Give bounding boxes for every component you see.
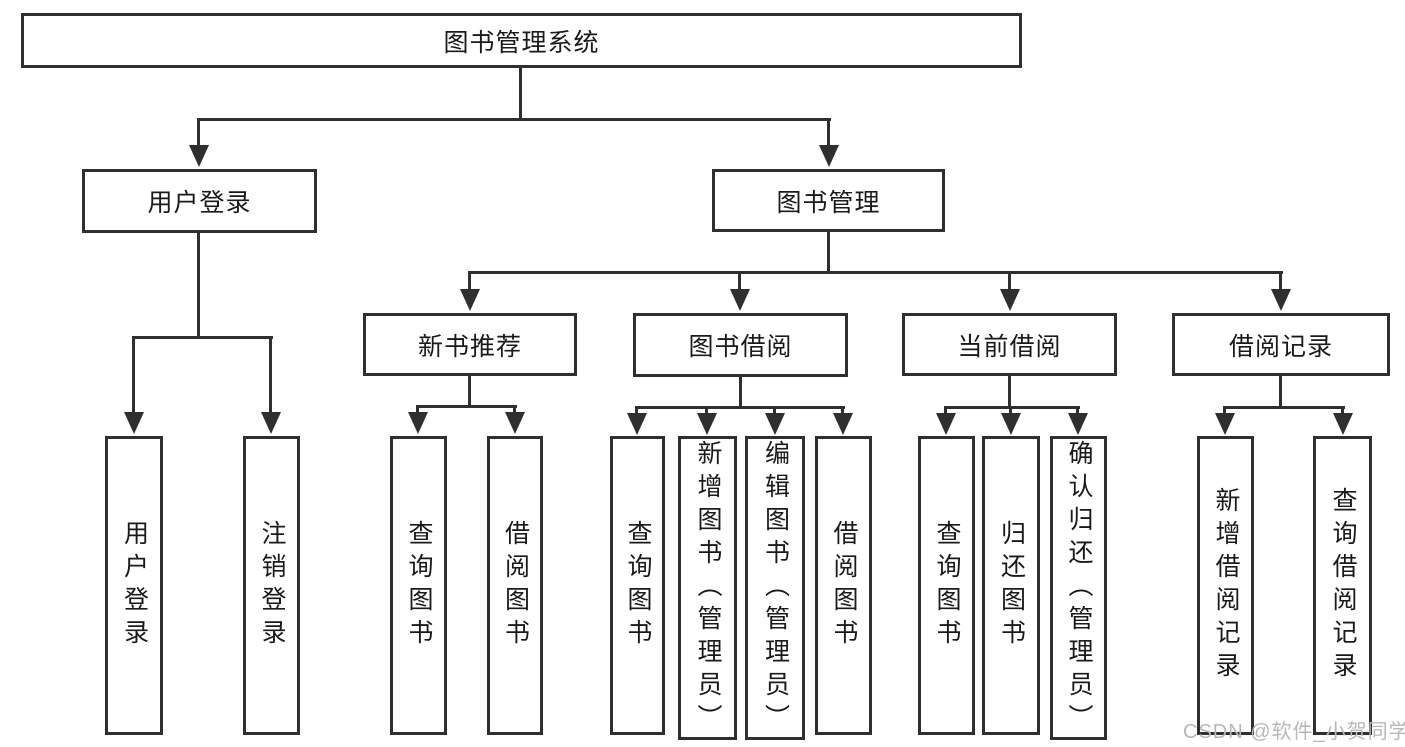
leaf-borrowing-borrow-books-label: 借阅图书 (830, 519, 858, 652)
arrowhead-down-icon (261, 412, 281, 434)
connector-stem (1279, 376, 1282, 408)
node-new-book-recommend: 新书推荐 (363, 313, 577, 376)
connector-stem (1008, 376, 1011, 408)
connector-drop (1008, 273, 1011, 295)
node-user-login-label: 用户登录 (147, 189, 252, 217)
arrowhead-down-icon (124, 412, 144, 434)
node-root-label: 图书管理系统 (443, 28, 600, 57)
leaf-current-query-books: 查询图书 (918, 436, 975, 735)
leaf-current-query-books-label: 查询图书 (933, 519, 961, 652)
connector-rail (197, 118, 831, 121)
leaf-borrowing-query-books: 查询图书 (610, 436, 665, 735)
leaf-edit-book-admin-label: 编辑图书（管理员） (761, 439, 790, 737)
arrowhead-down-icon (765, 413, 785, 435)
node-new-book-recommend-label: 新书推荐 (417, 332, 522, 361)
connector-drop (197, 120, 200, 151)
connector-rail (635, 406, 845, 409)
connector-rail (1223, 406, 1345, 409)
connector-stem (197, 233, 200, 336)
node-root: 图书管理系统 (21, 13, 1022, 68)
connector-stem (468, 376, 471, 407)
connector-drop (738, 273, 741, 295)
arrowhead-down-icon (730, 289, 750, 311)
leaf-logout-label: 注销登录 (258, 519, 286, 652)
leaf-recommend-query-books-label: 查询图书 (405, 519, 433, 652)
leaf-return-books: 归还图书 (982, 436, 1040, 735)
node-current-borrowing: 当前借阅 (902, 313, 1117, 376)
arrowhead-down-icon (697, 413, 717, 435)
leaf-add-borrow-record: 新增借阅记录 (1197, 436, 1254, 735)
leaf-add-book-admin: 新增图书（管理员） (678, 436, 737, 740)
arrowhead-down-icon (833, 413, 853, 435)
leaf-add-book-admin-label: 新增图书（管理员） (694, 439, 722, 737)
connector-stem (739, 377, 742, 408)
leaf-borrowing-query-books-label: 查询图书 (624, 519, 652, 652)
arrowhead-down-icon (936, 413, 956, 435)
arrowhead-down-icon (505, 412, 525, 434)
connector-rail (132, 336, 273, 339)
connector-drop (269, 338, 272, 418)
node-borrowing-records: 借阅记录 (1172, 313, 1390, 376)
connector-rail (416, 405, 517, 408)
connector-drop (132, 338, 135, 418)
leaf-confirm-return-admin: 确认归还（管理员） (1050, 436, 1107, 740)
leaf-user-login: 用户登录 (105, 436, 163, 735)
leaf-recommend-borrow-books: 借阅图书 (487, 436, 543, 735)
leaf-borrowing-borrow-books: 借阅图书 (815, 436, 872, 735)
connector-stem (519, 68, 522, 120)
arrowhead-down-icon (819, 145, 839, 167)
leaf-edit-book-admin: 编辑图书（管理员） (745, 436, 805, 740)
arrowhead-down-icon (1000, 289, 1020, 311)
leaf-add-borrow-record-label: 新增借阅记录 (1212, 486, 1240, 685)
arrowhead-down-icon (1333, 413, 1353, 435)
node-book-management-label: 图书管理 (776, 188, 881, 217)
connector-rail (468, 271, 1283, 274)
csdn-watermark: CSDN @软件_小贺同学 (1183, 721, 1405, 743)
arrowhead-down-icon (627, 413, 647, 435)
connector-stem (827, 232, 830, 272)
arrowhead-down-icon (189, 145, 209, 167)
leaf-recommend-borrow-books-label: 借阅图书 (501, 519, 530, 652)
arrowhead-down-icon (1001, 413, 1021, 435)
connector-drop (468, 273, 471, 295)
arrowhead-down-icon (1215, 413, 1235, 435)
node-book-management: 图书管理 (712, 169, 945, 232)
leaf-query-borrow-record: 查询借阅记录 (1313, 436, 1372, 735)
node-current-borrowing-label: 当前借阅 (957, 332, 1062, 361)
connector-drop (1279, 273, 1282, 295)
leaf-confirm-return-admin-label: 确认归还（管理员） (1065, 439, 1093, 737)
leaf-recommend-query-books: 查询图书 (390, 436, 447, 735)
node-user-login: 用户登录 (82, 169, 317, 233)
node-book-borrowing: 图书借阅 (633, 313, 848, 377)
arrowhead-down-icon (408, 412, 428, 434)
arrowhead-down-icon (1271, 289, 1291, 311)
node-book-borrowing-label: 图书借阅 (688, 333, 793, 361)
connector-rail (944, 406, 1080, 409)
leaf-user-login-label: 用户登录 (120, 519, 149, 652)
node-borrowing-records-label: 借阅记录 (1228, 332, 1333, 361)
arrowhead-down-icon (1068, 413, 1088, 435)
leaf-return-books-label: 归还图书 (997, 519, 1026, 652)
leaf-logout: 注销登录 (243, 436, 300, 735)
arrowhead-down-icon (460, 289, 480, 311)
connector-drop (827, 120, 830, 151)
leaf-query-borrow-record-label: 查询借阅记录 (1329, 486, 1357, 685)
